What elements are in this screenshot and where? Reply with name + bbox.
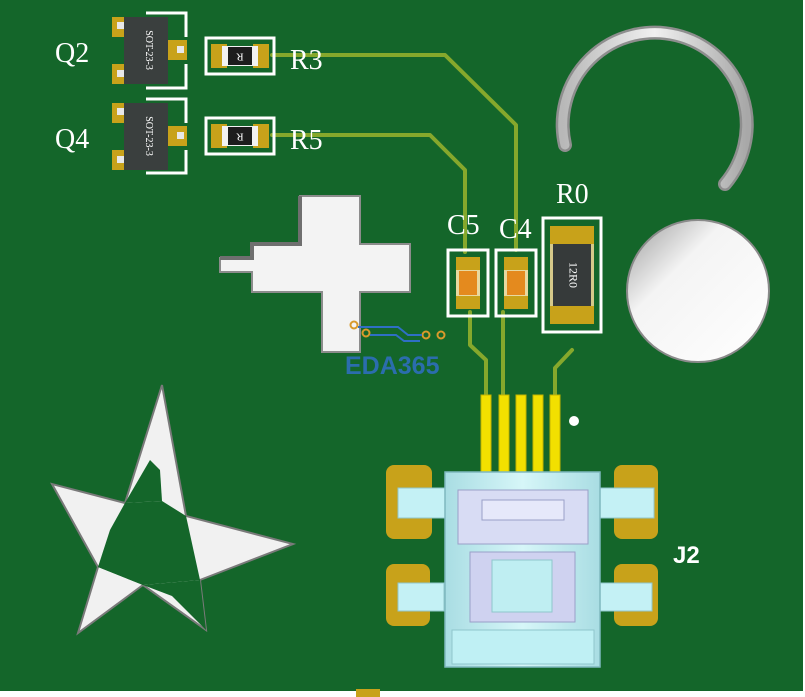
r3-ref: R3 [290, 45, 323, 76]
trace-r3-c4 [270, 53, 518, 252]
trace-c5-finger1 [468, 310, 488, 398]
r0-component[interactable]: 12R0 [541, 216, 603, 334]
edge-pad [356, 689, 380, 697]
q4-ref: Q4 [55, 124, 89, 155]
pin1-marker [569, 416, 579, 426]
round-hole [626, 219, 770, 363]
j2-connector[interactable] [386, 465, 658, 668]
c4-ref: C4 [499, 214, 532, 245]
q4-part-mark: SOT-23-3 [143, 116, 154, 156]
gold-fingers [480, 394, 579, 486]
star-cutout [49, 384, 297, 636]
q4-component[interactable]: SOT-23-3 [112, 97, 188, 175]
q2-component[interactable]: SOT-23-3 [112, 11, 188, 90]
watermark-text: EDA365 [345, 352, 440, 380]
c5-ref: C5 [447, 210, 480, 241]
r3-component[interactable]: R [204, 36, 276, 76]
c5-component[interactable] [446, 248, 490, 318]
arc-slot [555, 25, 754, 191]
r3-part-mark: R [236, 50, 244, 62]
c4-component[interactable] [494, 248, 538, 318]
r0-part-mark: 12R0 [566, 262, 580, 288]
trace-r0-finger5 [553, 348, 574, 398]
r5-ref: R5 [290, 125, 323, 156]
r5-part-mark: R [236, 130, 244, 142]
q2-part-mark: SOT-23-3 [143, 30, 154, 70]
j2-ref: J2 [673, 542, 700, 569]
eda365-watermark: EDA365 [345, 320, 446, 380]
r5-component[interactable]: R [204, 116, 276, 156]
traces [270, 53, 574, 398]
trace-r5-c5 [270, 133, 467, 254]
r0-ref: R0 [556, 179, 589, 210]
cross-cutout [219, 195, 411, 353]
q2-ref: Q2 [55, 38, 89, 69]
